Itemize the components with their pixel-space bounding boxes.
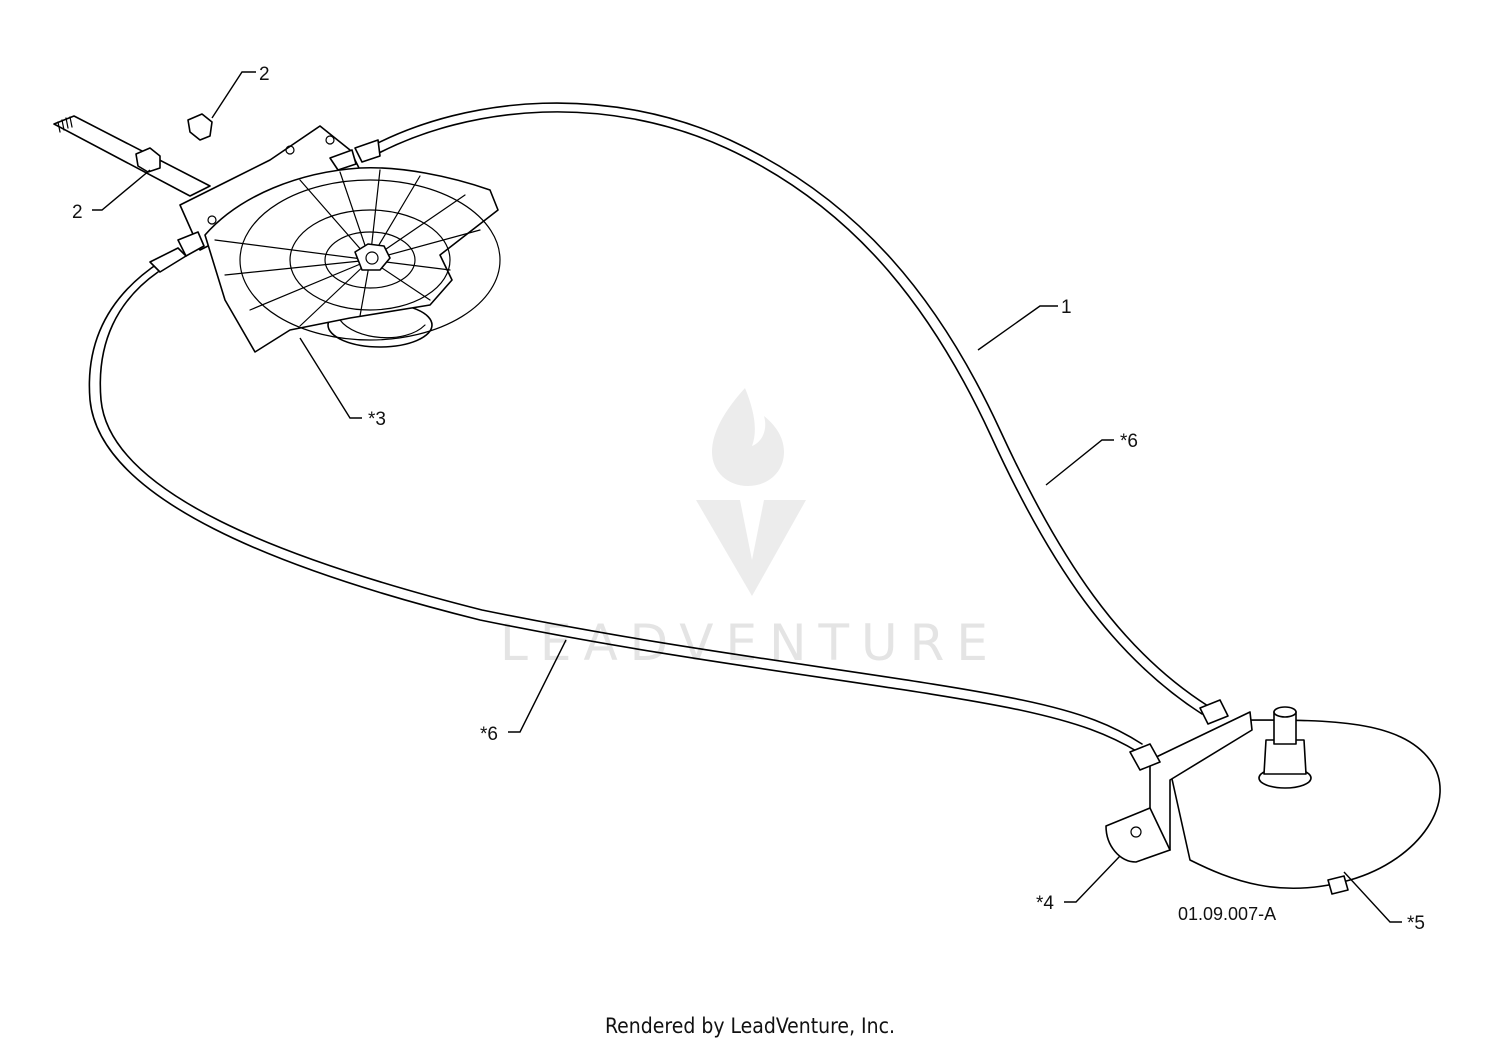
watermark-logo-icon [696, 388, 806, 596]
leader-lines [92, 71, 1402, 923]
bracket-assembly [1105, 699, 1441, 895]
callout-6-lower: *6 [480, 724, 498, 745]
callout-3: *3 [368, 409, 386, 430]
watermark-text: LEADVENTURE [500, 614, 1000, 672]
callout-2-top: 2 [259, 64, 270, 85]
callout-4: *4 [1036, 893, 1054, 914]
callout-1: 1 [1061, 297, 1072, 318]
callout-6-right: *6 [1120, 431, 1138, 452]
callout-5: *5 [1407, 913, 1425, 934]
cable-upper [371, 102, 1209, 715]
callout-2-left: 2 [72, 202, 83, 223]
cable-lower [88, 261, 1143, 753]
reference-code: 01.09.007-A [1178, 904, 1276, 924]
footer-credit: Rendered by LeadVenture, Inc. [605, 1014, 895, 1038]
drive-assembly [53, 113, 501, 353]
watermark: LEADVENTURE [500, 388, 1000, 672]
